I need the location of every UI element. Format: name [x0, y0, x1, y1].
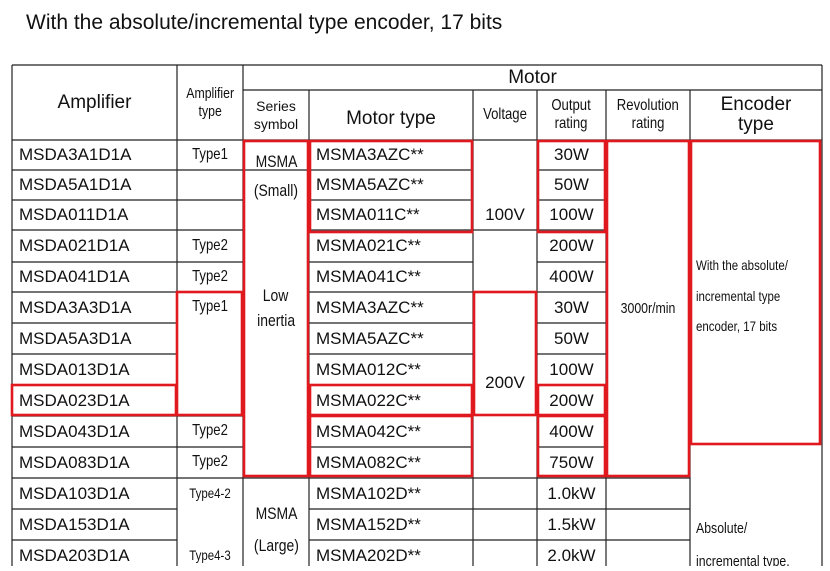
motor-type-cell: MSMA042C** — [316, 421, 421, 441]
encoder-note2-line1: Absolute/ — [696, 520, 748, 537]
motor-type-cell: MSMA021C** — [316, 236, 421, 256]
output-rating-cell: 1.5kW — [547, 514, 596, 534]
table-row-amplifier: MSDA3A3D1A — [19, 297, 132, 317]
header-series-line2: symbol — [253, 116, 299, 132]
header-series-symbol: Series symbol — [243, 90, 309, 140]
table-row-amplifier: MSDA103D1A — [19, 483, 130, 503]
output-rating-cell: 1.0kW — [547, 483, 596, 503]
series-low-line1: Low — [263, 285, 289, 305]
encoder-note-absolute: Absolute/ incremental type, — [690, 512, 828, 566]
header-encoder-line1: Encoder — [720, 94, 792, 116]
amp-type-cell: Type4-2 — [189, 485, 231, 502]
table-row-amplifier: MSDA5A3D1A — [19, 328, 132, 348]
motor-type-cell: MSMA3AZC** — [316, 297, 424, 317]
encoder-note-line2: incremental type — [696, 287, 781, 304]
table-row-amplifier: MSDA5A1D1A — [19, 175, 132, 195]
motor-type-cell: MSMA012C** — [316, 359, 421, 379]
output-rating-cell: 100W — [549, 359, 594, 379]
output-rating-cell: 50W — [554, 328, 589, 348]
output-rating-cell: 30W — [554, 297, 589, 317]
output-rating-cell: 200W — [549, 390, 594, 410]
table-row-amplifier: MSDA043D1A — [19, 421, 130, 441]
motor-type-cell: MSMA3AZC** — [316, 145, 424, 165]
series-small-line1: MSMA — [255, 152, 297, 171]
table-row-amplifier: MSDA021D1A — [19, 236, 130, 256]
table-row-amplifier: MSDA041D1A — [19, 267, 130, 287]
revolution-rating-cell: 3000r/min — [620, 300, 676, 318]
header-encoder-line2: type — [738, 114, 774, 135]
table-row-amplifier: MSDA023D1A — [19, 390, 130, 410]
motor-type-cell: MSMA041C** — [316, 267, 421, 287]
voltage-100v: 100V — [485, 205, 525, 225]
amp-type-cell: Type2 — [192, 267, 228, 285]
output-rating-cell: 2.0kW — [547, 545, 596, 565]
output-rating-cell: 200W — [549, 236, 594, 256]
motor-type-cell: MSMA082C** — [316, 452, 421, 472]
output-rating-cell: 400W — [549, 267, 594, 287]
header-amplifier-type: Amplifier type — [177, 65, 243, 140]
header-motor-type: Motor type — [346, 108, 436, 130]
output-rating-cell: 30W — [554, 145, 589, 165]
page-title: With the absolute/incremental type encod… — [26, 11, 503, 34]
series-symbol-low-inertia: Low inertia — [243, 278, 309, 338]
header-revolution-line1: Revolution — [616, 96, 679, 114]
series-large-line1: MSMA — [255, 503, 297, 523]
amp-type-cell: Type1 — [192, 145, 228, 163]
amp-type-cell: Type1 — [192, 298, 228, 316]
header-revolution-line2: rating — [631, 115, 665, 132]
table-row-amplifier: MSDA083D1A — [19, 452, 130, 472]
output-rating-cell: 100W — [549, 205, 594, 225]
motor-type-cell: MSMA152D** — [316, 514, 421, 534]
header-amplifier-type-line1: Amplifier — [186, 85, 234, 103]
table-row-amplifier: MSDA013D1A — [19, 359, 130, 379]
header-amplifier: Amplifier — [57, 91, 132, 113]
header-revolution-rating: Revolution rating — [606, 90, 690, 140]
amp-type-cell: Type2 — [192, 453, 228, 471]
encoder-note2-line2: incremental type, — [696, 553, 790, 566]
header-amplifier-type-line2: type — [198, 102, 222, 120]
output-rating-cell: 400W — [549, 421, 594, 441]
table-row-amplifier: MSDA203D1A — [19, 545, 130, 565]
series-symbol-small: MSMA (Small) — [243, 140, 309, 230]
header-voltage: Voltage — [483, 105, 527, 123]
series-small-line2: (Small) — [253, 180, 299, 200]
motor-type-cell: MSMA011C** — [316, 205, 420, 225]
amp-type-cell: Type2 — [192, 236, 228, 254]
header-series-line1: Series — [256, 97, 296, 114]
output-rating-cell: 50W — [554, 175, 589, 195]
voltage-200v: 200V — [485, 373, 525, 393]
header-output-line2: rating — [555, 115, 588, 132]
header-encoder-type: Encoder type — [690, 90, 822, 140]
header-output-line1: Output — [551, 96, 592, 114]
motor-type-cell: MSMA202D** — [316, 545, 421, 565]
table-row-amplifier: MSDA153D1A — [19, 514, 130, 534]
encoder-note-line1: With the absolute/ — [696, 256, 788, 273]
table-row-amplifier: MSDA3A1D1A — [19, 145, 132, 165]
header-motor: Motor — [508, 66, 557, 88]
amp-type-cell: Type4-3 — [189, 547, 231, 564]
series-low-line2: inertia — [257, 311, 295, 330]
motor-type-cell: MSMA022C** — [316, 390, 421, 410]
encoder-note-line3: encoder, 17 bits — [696, 318, 778, 335]
motor-type-cell: MSMA5AZC** — [316, 175, 424, 195]
header-output-rating: Output rating — [537, 90, 606, 140]
series-symbol-large: MSMA (Large) — [243, 494, 309, 566]
table-row-amplifier: MSDA011D1A — [19, 205, 129, 225]
encoder-note-17bit: With the absolute/ incremental type enco… — [690, 246, 828, 346]
amp-type-cell: Type2 — [192, 422, 228, 440]
series-large-line2: (Large) — [253, 536, 299, 555]
motor-type-cell: MSMA5AZC** — [316, 328, 424, 348]
motor-type-cell: MSMA102D** — [316, 483, 421, 503]
output-rating-cell: 750W — [549, 452, 594, 472]
